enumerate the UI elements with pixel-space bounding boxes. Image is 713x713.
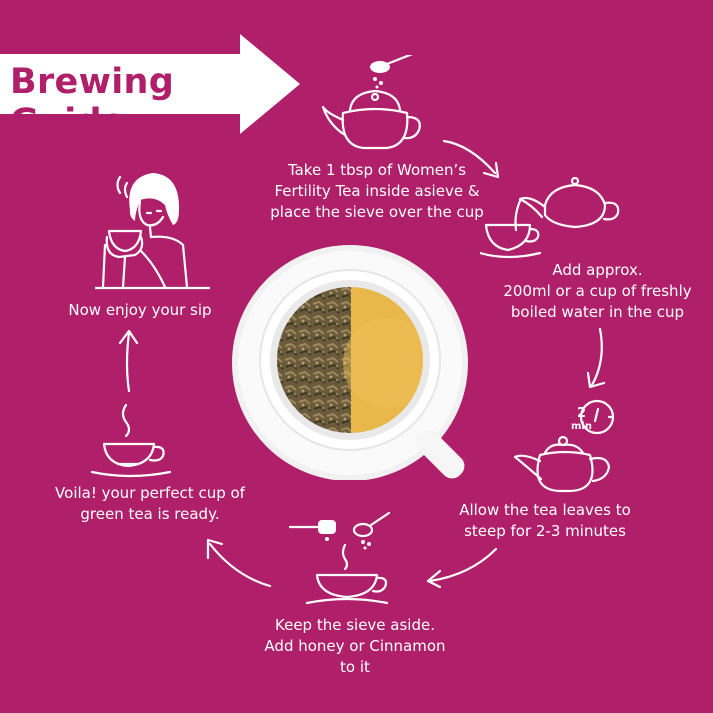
timer-value: 2 — [577, 406, 586, 421]
steaming-cup-icon — [90, 403, 172, 478]
arrow-icon — [426, 547, 498, 589]
arrow-icon — [442, 139, 500, 179]
banner-arrow — [0, 34, 300, 134]
teapot-spoon-icon — [321, 55, 421, 150]
woman-drinking-tea-icon — [95, 173, 210, 290]
arrow-icon — [206, 538, 272, 588]
pour-teapot-cup-icon — [480, 176, 620, 259]
tea-cup-photo — [232, 245, 468, 480]
arrow-icon — [586, 327, 606, 389]
step-3-caption: Allow the tea leaves to steep for 2-3 mi… — [459, 501, 631, 540]
page-title: Brewing Guide — [10, 62, 175, 142]
step-1-caption: Take 1 tbsp of Women’s Fertility Tea ins… — [270, 161, 484, 221]
honey-spoon-cup-icon — [288, 511, 391, 605]
step-2-caption: Add approx. 200ml or a cup of freshly bo… — [503, 261, 692, 321]
step-4-caption: Keep the sieve aside. Add honey or Cinna… — [264, 616, 446, 676]
step-6-caption: Now enjoy your sip — [68, 301, 212, 319]
step-5-caption: Voila! your perfect cup of green tea is … — [55, 484, 245, 523]
timer-unit: min — [571, 421, 592, 432]
arrow-icon — [118, 329, 139, 393]
teapot-timer-icon: 2 min — [513, 399, 615, 493]
